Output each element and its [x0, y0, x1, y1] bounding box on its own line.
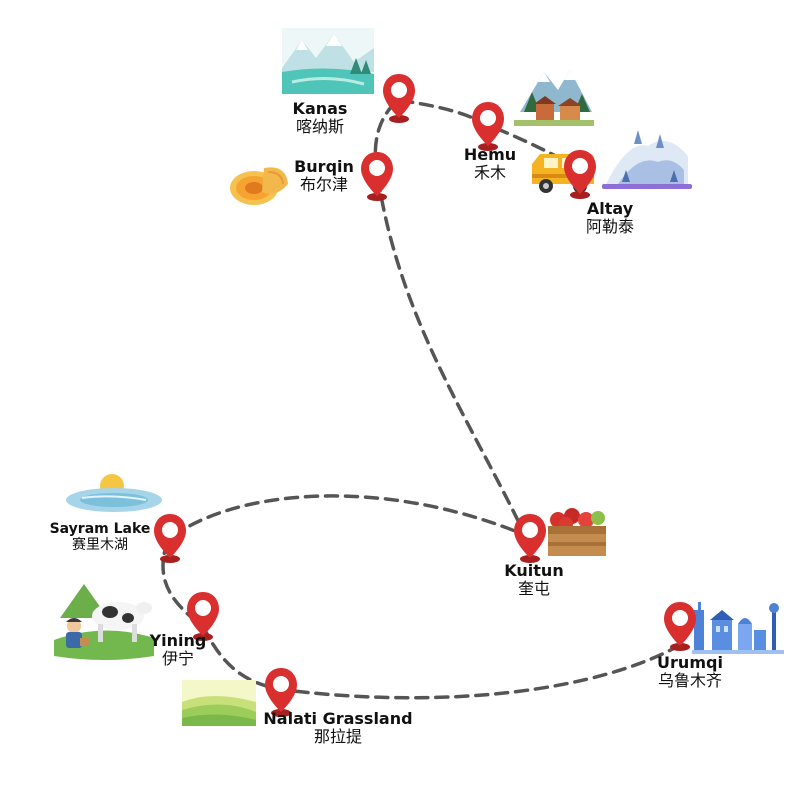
- snowy-lake-icon: [282, 28, 374, 94]
- label-en: Kanas: [292, 99, 348, 118]
- label-urumqi: Urumqi 乌鲁木齐: [642, 654, 738, 690]
- label-en: Urumqi: [657, 653, 723, 672]
- label-yining: Yining 伊宁: [142, 632, 214, 668]
- map-pin-icon[interactable]: [662, 600, 698, 652]
- map-pin-icon[interactable]: [381, 72, 417, 124]
- map-pin-icon[interactable]: [470, 100, 506, 152]
- village-icon: [514, 70, 594, 126]
- label-kanas: Kanas 喀纳斯: [278, 100, 362, 136]
- map-pin-icon[interactable]: [512, 512, 548, 564]
- melon-icon: [230, 167, 288, 205]
- label-zh: 伊宁: [161, 648, 194, 668]
- label-hemu: Hemu 禾木: [454, 146, 526, 182]
- label-en: Altay: [586, 199, 634, 218]
- label-en: Hemu: [463, 145, 517, 164]
- label-kuitun: Kuitun 奎屯: [494, 562, 574, 598]
- label-zh: 那拉提: [313, 726, 362, 746]
- map-pin-icon[interactable]: [185, 590, 221, 642]
- label-nalati-grassland: Nalati Grassland 那拉提: [250, 710, 426, 746]
- label-en: Burqin: [294, 157, 354, 176]
- label-altay: Altay 阿勒泰: [570, 200, 650, 236]
- lake-sunrise-icon: [66, 474, 162, 512]
- grassland-icon: [182, 680, 256, 726]
- map-pin-icon[interactable]: [359, 150, 395, 202]
- label-en: Kuitun: [504, 561, 564, 580]
- label-zh: 奎屯: [517, 578, 550, 598]
- label-sayram-lake: Sayram Lake 赛里木湖: [40, 521, 160, 553]
- cow-farmer-icon: [54, 584, 154, 660]
- apple-crate-icon: [548, 508, 606, 556]
- map-pin-icon[interactable]: [562, 148, 598, 200]
- label-zh: 赛里木湖: [72, 536, 128, 553]
- label-zh: 乌鲁木齐: [657, 670, 722, 690]
- city-skyline-icon: [692, 602, 784, 654]
- label-burqin: Burqin 布尔津: [288, 158, 360, 194]
- map-pin-icon[interactable]: [263, 666, 299, 718]
- label-zh: 禾木: [473, 162, 506, 182]
- label-en: Nalati Grassland: [263, 709, 413, 728]
- label-zh: 阿勒泰: [585, 216, 634, 236]
- label-en: Yining: [149, 631, 207, 650]
- map-pin-icon[interactable]: [152, 512, 188, 564]
- snow-mountain-icon: [602, 130, 692, 189]
- label-zh: 布尔津: [299, 174, 348, 194]
- label-zh: 喀纳斯: [295, 116, 344, 136]
- label-en: Sayram Lake: [49, 521, 151, 537]
